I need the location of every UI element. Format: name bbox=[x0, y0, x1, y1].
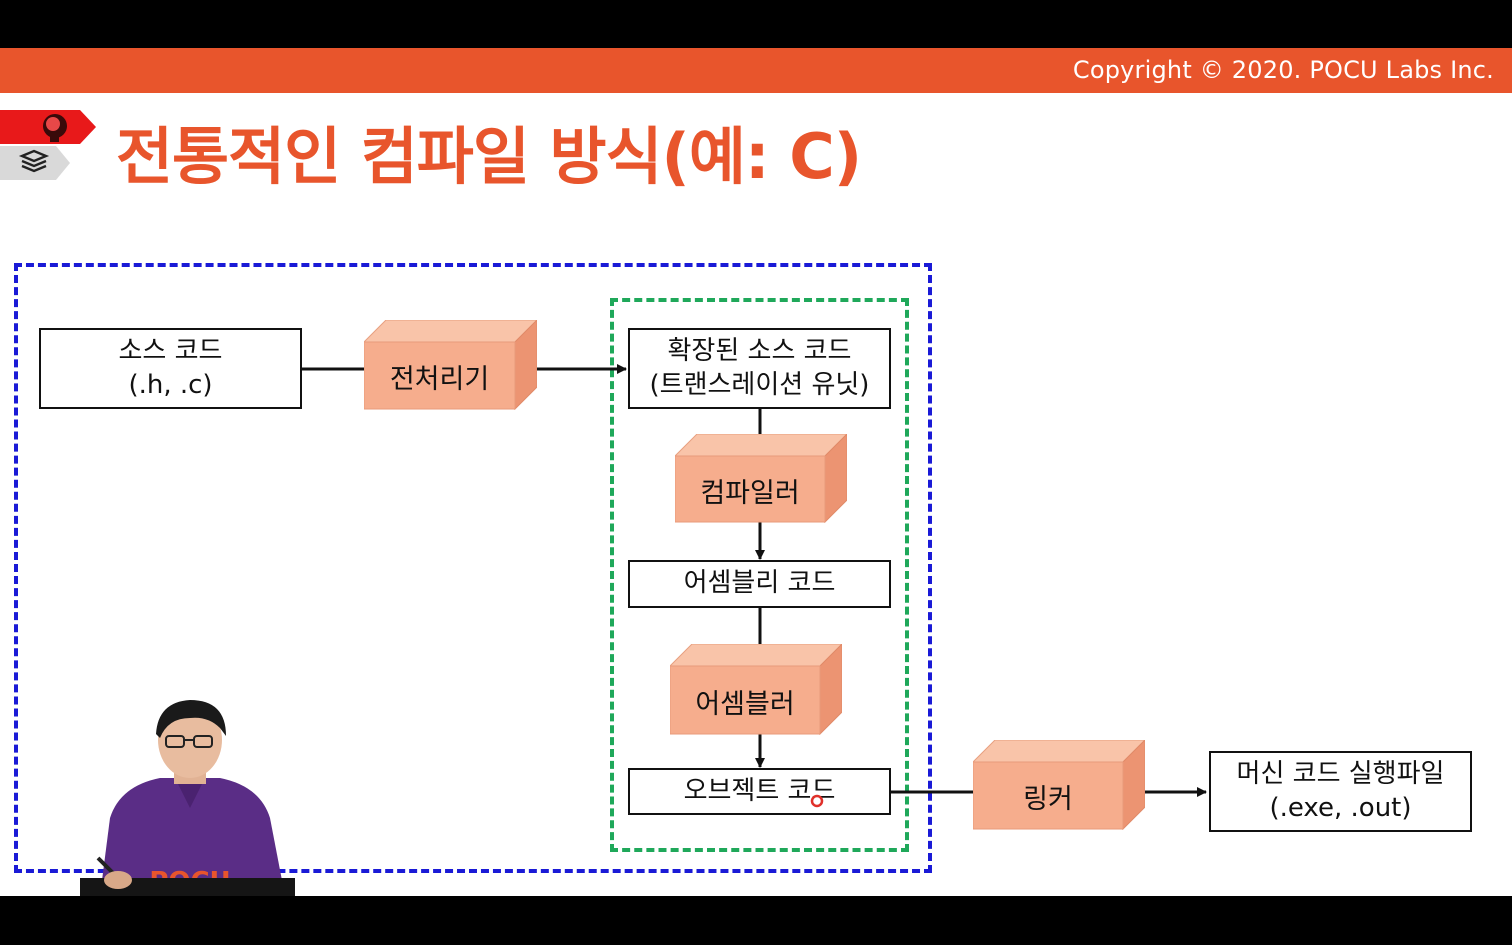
cube-compiler-label: 컴파일러 bbox=[700, 477, 800, 509]
cursor-dot-icon bbox=[810, 794, 824, 808]
node-expanded-source: 확장된 소스 코드 (트랜스레이션 유닛) bbox=[628, 328, 891, 409]
node-object-code-label: 오브젝트 코드 bbox=[683, 775, 836, 806]
book-stack-icon bbox=[0, 146, 70, 180]
cube-preprocessor: 전처리기 bbox=[364, 320, 537, 410]
node-expanded-source-line1: 확장된 소스 코드 bbox=[667, 335, 852, 366]
build-boundary-box bbox=[14, 263, 932, 873]
node-source-code: 소스 코드 (.h, .c) bbox=[39, 328, 302, 409]
cube-assembler-shape bbox=[670, 644, 842, 735]
connector-lines bbox=[301, 364, 1207, 797]
presenter-video-icon: POCU bbox=[80, 700, 295, 896]
video-letterbox-bottom bbox=[0, 896, 1512, 945]
page-title: 전통적인 컴파일 방식(예: C) bbox=[116, 120, 862, 193]
node-source-code-line1: 소스 코드 bbox=[118, 335, 223, 366]
node-assembly-code: 어셈블리 코드 bbox=[628, 560, 891, 608]
node-object-code: 오브젝트 코드 bbox=[628, 768, 891, 815]
cube-linker-shape bbox=[973, 740, 1145, 830]
cube-linker-label: 링커 bbox=[1023, 784, 1073, 815]
node-source-code-line2: (.h, .c) bbox=[128, 369, 213, 400]
header-band: Copyright © 2020. POCU Labs Inc. bbox=[0, 48, 1512, 93]
cube-compiler: 컴파일러 bbox=[675, 434, 847, 523]
cube-assembler-label: 어셈블러 bbox=[695, 688, 795, 720]
cube-preprocessor-shape bbox=[364, 320, 537, 410]
copyright-text: Copyright © 2020. POCU Labs Inc. bbox=[1072, 56, 1494, 84]
cube-assembler: 어셈블러 bbox=[670, 644, 842, 735]
slide: Copyright © 2020. POCU Labs Inc. 전통적인 컴파… bbox=[0, 48, 1512, 896]
brain-head-icon bbox=[0, 110, 96, 144]
node-machine-code-line2: (.exe, .out) bbox=[1269, 792, 1412, 823]
node-assembly-code-label: 어셈블리 코드 bbox=[683, 568, 836, 599]
cube-linker: 링커 bbox=[973, 740, 1145, 830]
node-expanded-source-line2: (트랜스레이션 유닛) bbox=[649, 369, 870, 400]
node-machine-code-line1: 머신 코드 실행파일 bbox=[1236, 758, 1445, 789]
cube-preprocessor-label: 전처리기 bbox=[389, 364, 490, 395]
node-machine-code: 머신 코드 실행파일 (.exe, .out) bbox=[1209, 751, 1472, 832]
compile-boundary-box bbox=[610, 298, 909, 852]
cube-compiler-shape bbox=[675, 434, 847, 523]
video-letterbox-top bbox=[0, 0, 1512, 48]
